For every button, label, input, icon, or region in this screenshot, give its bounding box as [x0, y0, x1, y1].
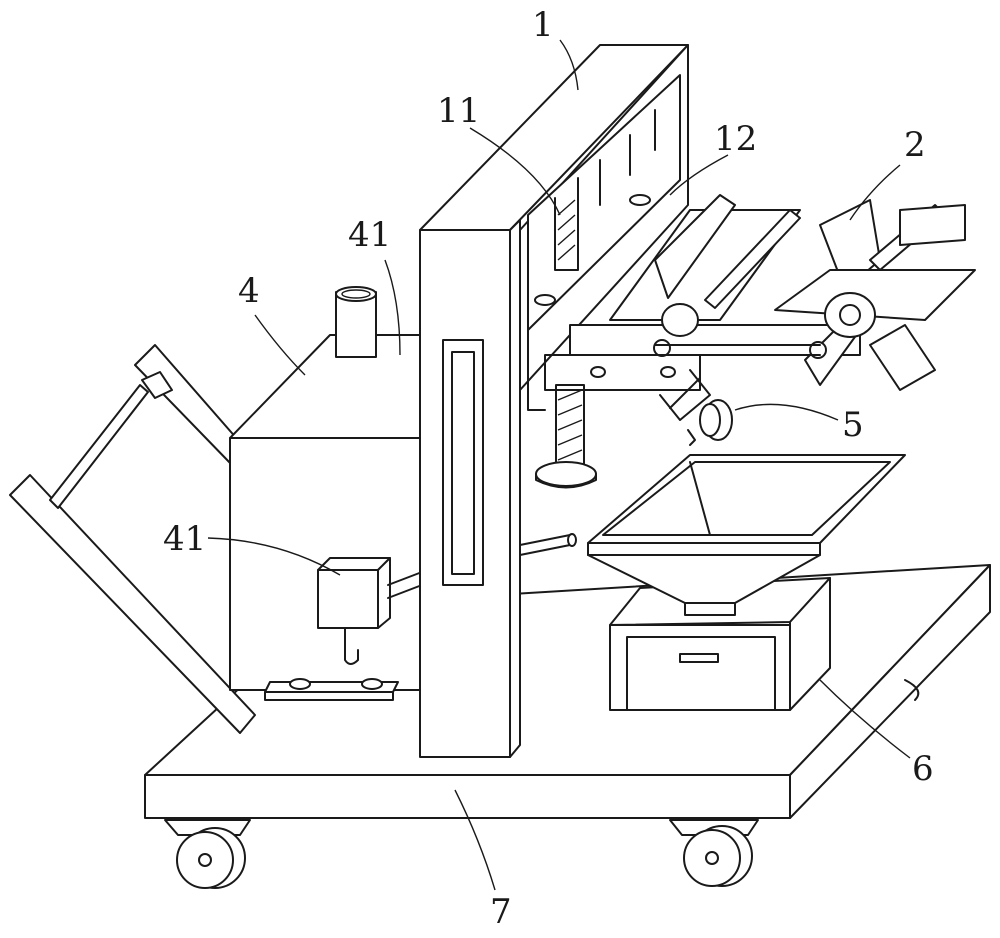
spray-nozzle	[659, 369, 733, 446]
wheel-right	[669, 819, 759, 887]
handle	[9, 344, 256, 734]
leader-lines	[207, 39, 911, 891]
bottom-clamp-plate	[264, 678, 399, 701]
wheel-left	[164, 819, 251, 889]
label-41-top: 41	[348, 215, 392, 255]
label-41-box: 41	[163, 519, 207, 559]
label-7: 7	[490, 892, 512, 932]
roller-assembly	[544, 194, 976, 391]
pipe	[519, 534, 571, 556]
label-2: 2	[904, 125, 926, 165]
label-4: 4	[238, 271, 260, 311]
tank	[229, 286, 441, 691]
label-12: 12	[714, 119, 758, 159]
frame	[419, 44, 689, 758]
wheel-back	[904, 679, 920, 701]
label-6: 6	[912, 749, 934, 789]
label-11: 11	[437, 91, 481, 131]
label-5: 5	[842, 405, 864, 445]
pipe-end	[567, 533, 577, 547]
tank-box	[317, 557, 423, 665]
lifting-screw	[535, 384, 597, 489]
hopper	[587, 454, 906, 616]
label-1: 1	[532, 5, 554, 45]
